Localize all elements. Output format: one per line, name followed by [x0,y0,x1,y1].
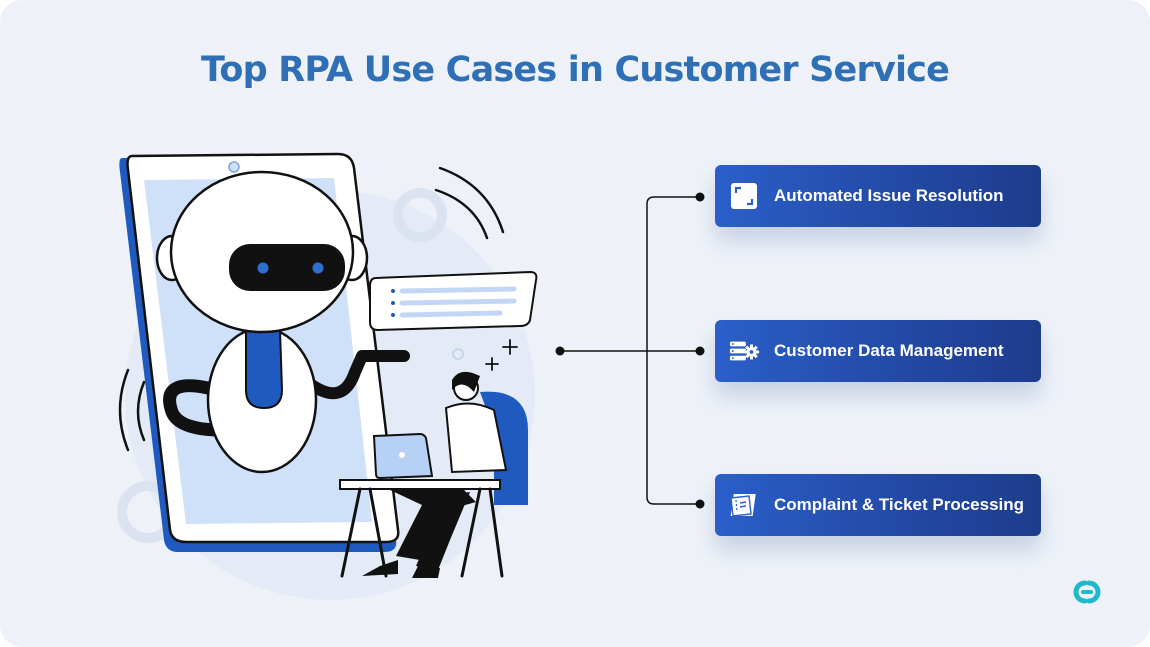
use-case-label: Customer Data Management [774,341,1004,360]
ticket-icon [729,490,759,520]
brand-logo-icon [1073,580,1101,604]
use-case-automated-issue-resolution: Automated Issue Resolution [715,165,1041,227]
server-gear-icon [729,336,759,366]
expand-frame-icon [729,181,759,211]
use-case-complaint-ticket-processing: Complaint & Ticket Processing [715,474,1041,536]
use-case-label: Complaint & Ticket Processing [774,495,1025,514]
use-case-label: Automated Issue Resolution [774,186,1004,205]
use-case-customer-data-management: Customer Data Management [715,320,1041,382]
chat-bubble [369,270,538,332]
page-title: Top RPA Use Cases in Customer Service [200,50,950,90]
person-at-laptop [339,371,528,578]
connector-lines [560,196,700,505]
robot [155,170,410,474]
